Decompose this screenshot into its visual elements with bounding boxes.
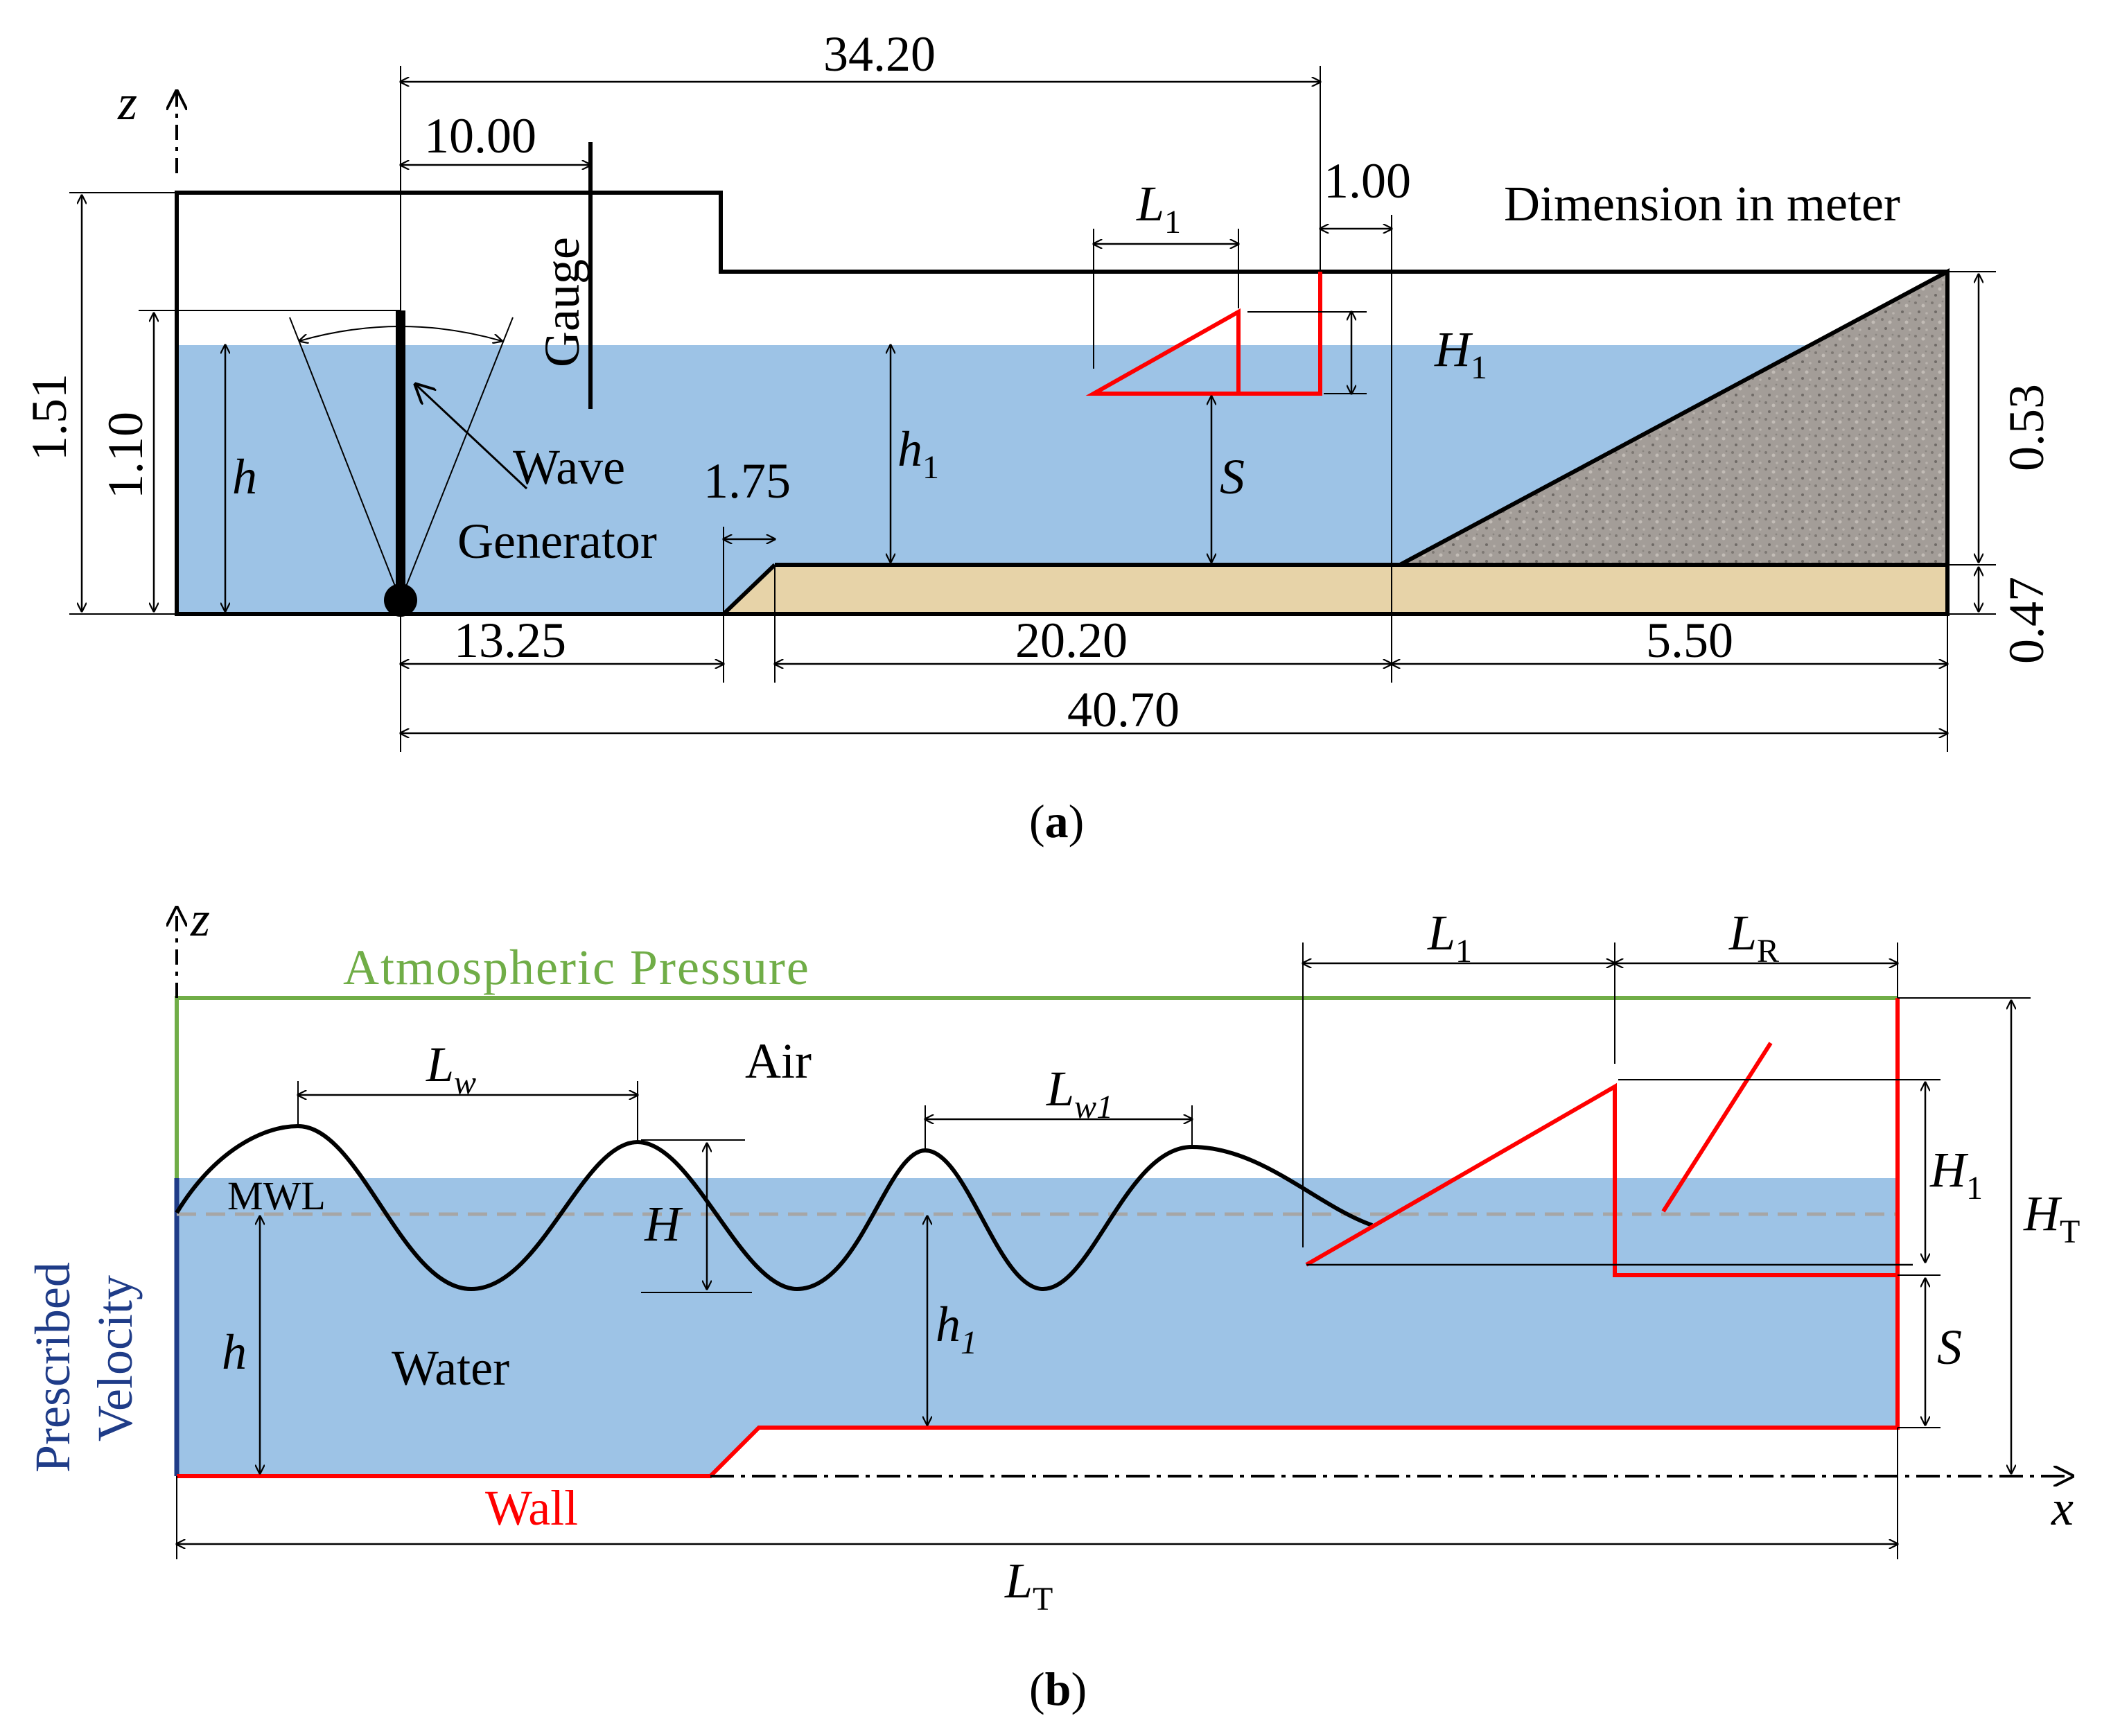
paddle-swing-right — [400, 317, 514, 601]
panel-a: z Wave Generator Gauge 34.20 10.00 1.00 … — [21, 26, 2054, 848]
L1-label-a: L1 — [1136, 176, 1181, 240]
dim-1-10: 1.10 — [98, 412, 153, 499]
HT-label: HT — [2023, 1186, 2080, 1250]
H1-label-a: H1 — [1434, 322, 1487, 386]
L1-label-b: L1 — [1427, 905, 1472, 970]
dim-20-20: 20.20 — [1015, 613, 1128, 668]
sand-bed — [724, 565, 1947, 614]
generator-leader-line — [416, 385, 528, 490]
wave-profile — [175, 1123, 1373, 1292]
dimension-note: Dimension in meter — [1504, 176, 1900, 231]
H-label: H — [644, 1196, 683, 1252]
LT-label: LT — [1004, 1553, 1053, 1617]
z-axis-label-b: z — [190, 891, 210, 947]
dim-34-20: 34.20 — [823, 26, 936, 82]
h1-label-b: h1 — [936, 1297, 977, 1361]
water-label: Water — [392, 1340, 509, 1396]
air-label: Air — [745, 1033, 812, 1089]
dim-1-75: 1.75 — [703, 453, 791, 509]
h-label-b: h — [222, 1324, 247, 1380]
prescribed-label: Prescribed — [25, 1262, 80, 1473]
velocity-label: Velocity — [87, 1275, 143, 1441]
Lw1-label: Lw1 — [1046, 1061, 1113, 1125]
wall-boundary — [177, 998, 1900, 1478]
panel-b: Atmospheric Pressure Prescribed Velocity… — [25, 891, 2080, 1715]
water-region-a — [177, 345, 1902, 614]
dim-0-53: 0.53 — [1999, 384, 2054, 471]
paddle-swing-left — [289, 317, 401, 601]
dim-0-47: 0.47 — [1999, 577, 2054, 664]
LR-label: LR — [1728, 905, 1779, 970]
atmospheric-label: Atmospheric Pressure — [343, 940, 810, 995]
dim-1-51: 1.51 — [21, 374, 77, 461]
h1-label-a: h1 — [897, 421, 939, 486]
caption-b: (b) — [1029, 1663, 1087, 1715]
caption-a: (a) — [1029, 795, 1084, 848]
dim-5-50: 5.50 — [1646, 613, 1733, 668]
S-label-b: S — [1937, 1319, 1962, 1375]
dim-40-70: 40.70 — [1067, 682, 1180, 737]
gauge-label: Gauge — [534, 237, 590, 367]
water-region-b — [177, 1178, 1898, 1476]
generator-label: Generator — [457, 514, 657, 569]
h-label-a: h — [232, 449, 257, 505]
H1-label-b: H1 — [1929, 1142, 1983, 1207]
dim-10-00: 10.00 — [424, 108, 536, 164]
mwl-label: MWL — [227, 1173, 326, 1218]
wall-label: Wall — [485, 1480, 578, 1536]
wave-label: Wave — [513, 439, 625, 495]
dim-13-25: 13.25 — [454, 613, 566, 668]
vertical-screen — [1661, 1042, 1773, 1213]
dim-1-00: 1.00 — [1324, 153, 1411, 209]
x-axis-label-b: x — [2051, 1480, 2074, 1536]
Lw-label: Lw — [426, 1037, 476, 1101]
z-axis-label-a: z — [117, 75, 137, 130]
S-label-a: S — [1220, 449, 1245, 505]
paddle-swing-arc — [299, 326, 502, 341]
breakwater-b — [1305, 1082, 1898, 1277]
